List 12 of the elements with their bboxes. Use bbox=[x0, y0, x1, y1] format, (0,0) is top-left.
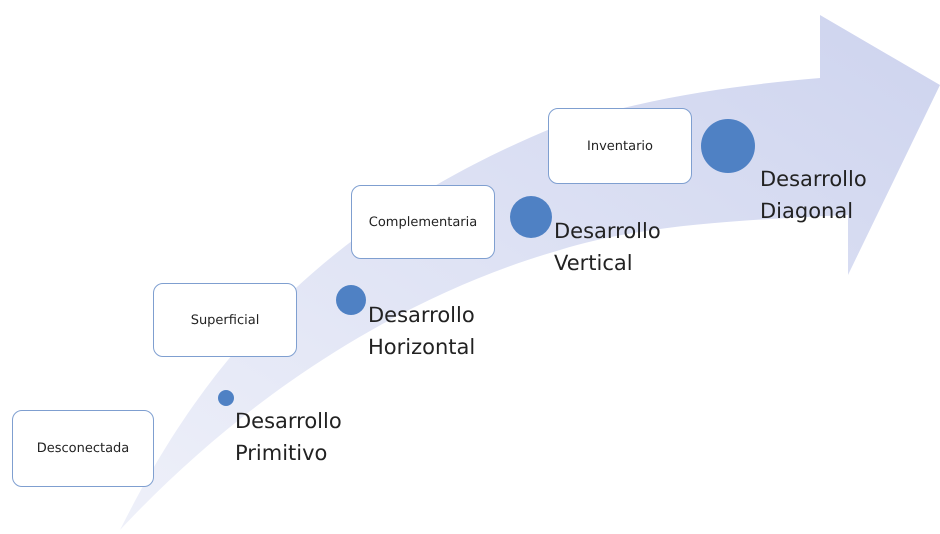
process-box bbox=[351, 185, 495, 259]
box-label: Superficial bbox=[190, 312, 260, 328]
box-label: Inventario bbox=[587, 138, 653, 154]
process-box bbox=[548, 108, 692, 184]
process-box bbox=[153, 283, 297, 357]
stage-label: Desarrollo Primitivo bbox=[235, 408, 343, 466]
stage-label: Desarrollo Vertical bbox=[554, 218, 662, 276]
box-label: Complementaria bbox=[368, 214, 478, 230]
stage-label: Desarrollo Horizontal bbox=[368, 302, 476, 360]
box-label: Desconectada bbox=[36, 441, 130, 456]
process-box bbox=[12, 410, 154, 487]
stage-label: Desarrollo Diagonal bbox=[760, 166, 868, 224]
